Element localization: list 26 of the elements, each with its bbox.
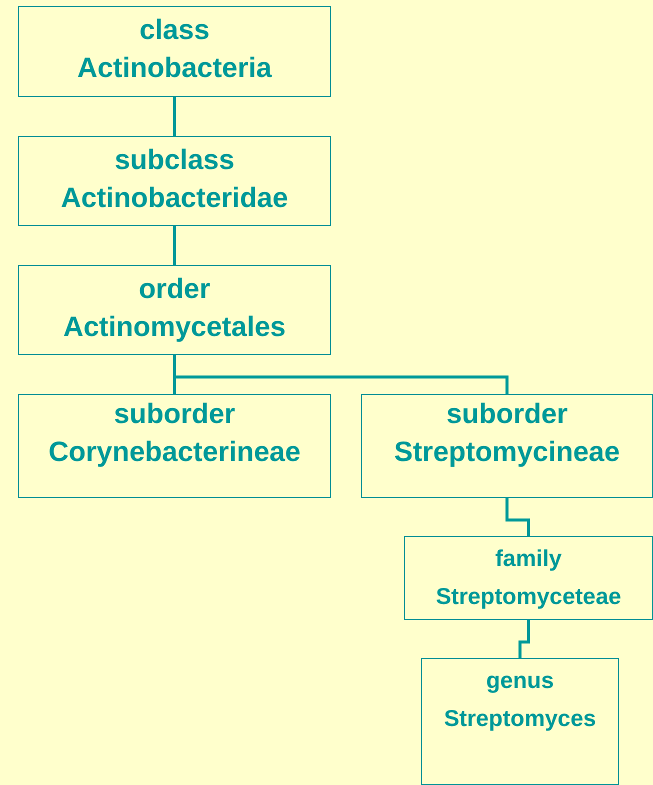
rank-label: subclass [114,143,236,177]
rank-label: genus [485,666,555,695]
connector-line [173,355,508,394]
taxon-box [18,265,331,355]
taxon-box [404,536,653,620]
connector-line [173,97,176,136]
taxon-name: Actinomycetales [62,310,287,344]
taxon-box [18,6,331,97]
taxon-box [361,394,653,498]
taxon-box [18,394,331,498]
connector-line [506,498,530,536]
taxon-box [18,136,331,226]
connector-line [173,226,176,265]
taxon-name: Actinobacteria [76,51,273,85]
taxon-name: Streptomyces [442,704,598,733]
rank-label: class [138,13,211,47]
rank-label: suborder [445,397,569,431]
taxon-box [421,658,619,785]
taxon-name: Actinobacteridae [60,181,290,215]
taxon-name: Streptomyceteae [434,582,622,611]
taxon-name: Streptomycineae [393,435,621,469]
rank-label: order [138,272,212,306]
rank-label: family [494,544,563,573]
rank-label: suborder [112,397,236,431]
taxon-name: Corynebacterineae [47,435,302,469]
connector-line [518,620,530,658]
